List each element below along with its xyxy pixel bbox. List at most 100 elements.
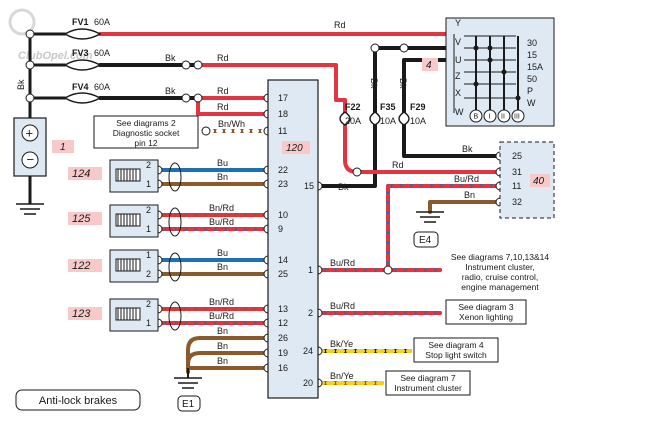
wire-label-bnye-20: Bn/Ye <box>330 371 354 381</box>
ign-pos-v: V <box>455 37 461 47</box>
wire-label-rd-top: Rd <box>334 20 346 30</box>
pin-23: 23 <box>278 179 288 189</box>
diag-pins: 25 31 11 32 <box>512 151 522 207</box>
pin-17: 17 <box>278 93 288 103</box>
ground-e1: E1 <box>174 368 202 412</box>
diag-pin-25: 25 <box>512 151 522 161</box>
note-diag2-line2: Diagnostic socket <box>113 128 180 138</box>
pin-2: 2 <box>308 308 313 318</box>
ignition-terminals: 30 15 15A 50 P W <box>527 38 543 108</box>
s122-pin2: 2 <box>146 269 151 279</box>
wire-label-bk-f35: Bk <box>369 78 379 89</box>
battery-minus-icon: − <box>27 152 35 167</box>
note-diag2: See diagrams 2 Diagnostic socket pin 12 <box>93 115 199 149</box>
s124-pin1: 1 <box>146 179 151 189</box>
wire-label-rd-fv3: Rd <box>217 53 229 63</box>
abs-pin-numbers: 17 18 11 22 23 15 10 9 14 25 1 13 12 2 2… <box>278 93 314 388</box>
wire-label-bk-battery: Bk <box>16 79 26 90</box>
note-stop-line1: See diagram 4 <box>428 340 484 350</box>
pin-12: 12 <box>278 318 288 328</box>
pin-24: 24 <box>303 346 313 356</box>
pin-1: 1 <box>308 265 313 275</box>
wire-label-rd-18: Rd <box>217 102 229 112</box>
s123-pin2: 2 <box>146 299 151 309</box>
ground-e4-icon <box>416 211 444 223</box>
battery-number: 1 <box>60 142 66 153</box>
ign-pos-w: W <box>455 107 464 117</box>
fv1-rating: 60A <box>94 17 110 27</box>
ground-e1-icon <box>174 377 202 389</box>
ign-circle-ii: II <box>501 114 505 121</box>
ground-e1-label: E1 <box>182 399 195 410</box>
wire-label-bnwh: Bn/Wh <box>218 119 245 129</box>
ground-icon <box>16 203 44 215</box>
ground-e4: E4 <box>413 211 444 248</box>
wire-label-burd-12: Bu/Rd <box>209 311 234 321</box>
sensor-tags <box>68 167 102 320</box>
wire-label-bn-26: Bn <box>217 326 228 336</box>
diag-tag <box>530 174 550 187</box>
ign-circle-iii: III <box>514 114 520 121</box>
wire-label-bn-16: Bn <box>217 356 228 366</box>
wire-label-bnrd-13: Bn/Rd <box>209 297 234 307</box>
diag-pin-11: 11 <box>512 181 521 191</box>
ign-circle-i: I <box>489 114 491 121</box>
note-instruments: See diagrams 7,10,13&14 Instrument clust… <box>451 252 550 292</box>
wire-label-bn-32: Bn <box>464 190 475 200</box>
sensor-pin-numbers: 2 1 2 1 1 2 2 1 <box>146 160 151 328</box>
sensor-125-number: 125 <box>72 213 91 225</box>
ign-term-15a: 15A <box>527 62 543 72</box>
note-cluster-line1: See diagram 7 <box>400 373 456 383</box>
diag-pin-31: 31 <box>512 167 522 177</box>
note-diag2-line3: pin 12 <box>134 138 157 148</box>
sensor-124-number: 124 <box>72 168 90 180</box>
ign-circle-b: B <box>474 114 479 121</box>
diag-number: 40 <box>533 176 545 187</box>
pin-26: 26 <box>278 333 288 343</box>
wire-label-bk-15: Bk <box>338 182 349 192</box>
pin-10: 10 <box>278 210 288 220</box>
s124-pin2: 2 <box>146 160 151 170</box>
wire-label-bk-25: Bk <box>462 144 473 154</box>
note-diag2-line1: See diagrams 2 <box>116 118 176 128</box>
pin-14: 14 <box>278 255 288 265</box>
f29-rating: 10A <box>410 116 426 126</box>
pin-22: 22 <box>278 165 288 175</box>
fv4-label: FV4 <box>72 82 89 92</box>
f35-label: F35 <box>380 102 396 112</box>
wire-label-burd-9: Bu/Rd <box>209 217 234 227</box>
diag-pin-32: 32 <box>512 197 522 207</box>
ground-e4-label: E4 <box>419 235 432 246</box>
wire-label-bk-fv3: Bk <box>165 53 176 63</box>
sensor-123-number: 123 <box>72 308 91 320</box>
note-stop: See diagram 4 Stop light switch <box>413 337 499 363</box>
note-xenon-line1: See diagram 3 <box>458 302 514 312</box>
pin-15: 15 <box>304 181 314 191</box>
note-xenon: See diagram 3 Xenon lighting <box>445 299 527 325</box>
fv3-label: FV3 <box>72 48 89 58</box>
wire-label-bnrd-10: Bn/Rd <box>209 203 234 213</box>
fv3-rating: 60A <box>94 48 110 58</box>
watermark: ClubOpel.com <box>8 8 93 62</box>
pin-19: 19 <box>278 348 288 358</box>
ignition-number: 4 <box>426 60 432 71</box>
pin-11: 11 <box>278 126 287 136</box>
fv1-label: FV1 <box>72 17 89 27</box>
s125-pin1: 1 <box>146 224 151 234</box>
battery-tag <box>52 140 74 153</box>
ign-term-p: P <box>527 86 533 96</box>
pin-25: 25 <box>278 269 288 279</box>
fuse-symbols <box>64 28 410 126</box>
ign-term-50: 50 <box>527 74 537 84</box>
ignition-positions: Y V U Z X W <box>455 18 464 117</box>
f22-label: F22 <box>345 102 361 112</box>
wire-label-bn-19: Bn <box>217 341 228 351</box>
wire-label-bk-f29: Bk <box>398 78 408 89</box>
note-xenon-line2: Xenon lighting <box>459 312 513 322</box>
note-stop-line2: Stop light switch <box>425 350 487 360</box>
pin-18: 18 <box>278 109 288 119</box>
s125-pin2: 2 <box>146 205 151 215</box>
wire-label-bn-25: Bn <box>217 262 228 272</box>
battery-plus-icon: + <box>26 126 34 141</box>
abs-module <box>267 79 319 399</box>
